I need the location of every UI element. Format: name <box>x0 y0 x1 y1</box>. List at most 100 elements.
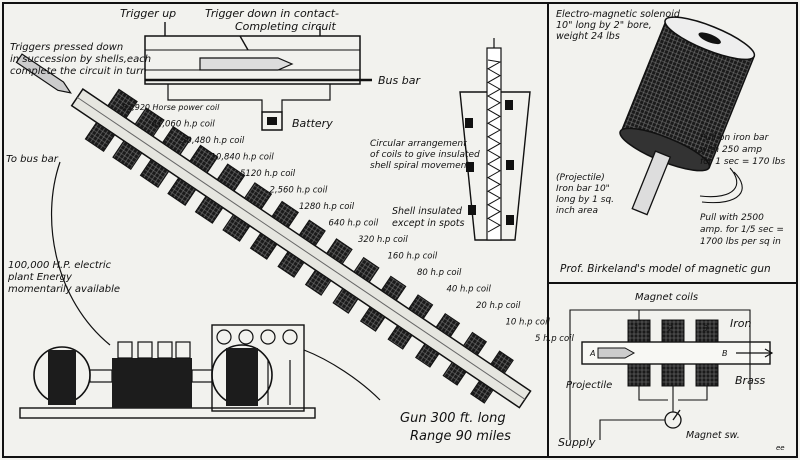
coil-top-5 <box>216 163 246 192</box>
coil-top-12 <box>407 294 434 320</box>
label-triggers-pressed-2: in succession by shells,each <box>10 54 151 65</box>
label-pull-4: Pull with 2500 <box>700 213 764 223</box>
coil-label-14: 10 h.p coil <box>506 318 551 328</box>
label-battery: Battery <box>292 117 333 130</box>
label-gun-length: Gun 300 ft. long <box>400 411 506 426</box>
coil-label-9: 320 h.p coil <box>358 235 408 245</box>
switchboard <box>211 324 305 412</box>
gun-projectile <box>15 53 72 94</box>
coil-top-15 <box>490 350 514 375</box>
coil-bottom-9 <box>304 269 332 296</box>
label-triggers-pressed-3: complete the circuit in turn <box>10 66 147 77</box>
label-iron: Iron <box>730 317 751 330</box>
battery-box <box>261 111 283 131</box>
coil-bottom-1 <box>84 121 116 153</box>
coil-bottom-15 <box>470 380 494 404</box>
generator-set <box>112 341 192 408</box>
coil-top-11 <box>380 275 407 302</box>
circuit-diagram <box>569 309 774 440</box>
label-solenoid-1: Electro-magnetic solenoid <box>556 9 681 20</box>
coil-top-10 <box>353 256 380 283</box>
coil-label-13: 20 h.p coil <box>476 301 521 311</box>
coil-bottom-2 <box>112 140 143 170</box>
flywheel-left <box>33 346 91 405</box>
coil-label-1: 83,920 Horse power coil <box>122 103 220 112</box>
coil-top-1 <box>107 88 138 119</box>
label-projectile-1: (Projectile) <box>556 173 605 183</box>
label-solenoid-3: weight 24 lbs <box>556 31 620 42</box>
label-bus-bar: Bus bar <box>378 74 421 87</box>
coil-row-bottom <box>84 121 494 404</box>
label-trigger-down-2: Completing circuit <box>235 20 336 33</box>
label-magnet-switch: Magnet sw. <box>686 430 740 441</box>
coil-label-7: 1280 h.p coil <box>299 202 355 212</box>
coil-bottom-12 <box>387 324 413 350</box>
spiral-arrangement-inset <box>459 38 531 241</box>
solenoid-iron-bar <box>631 150 672 216</box>
label-projectile-2: Iron bar 10" <box>556 184 610 194</box>
label-energy-2: plant Energy <box>7 272 73 283</box>
coil-top-13 <box>435 312 461 338</box>
label-shell-insulated-1: Shell insulated <box>392 206 463 217</box>
label-letter-a: A <box>589 349 595 358</box>
label-trigger-up: Trigger up <box>120 7 176 20</box>
label-energy-3: momentarily available <box>8 284 120 295</box>
coil-label-8: 640 h.p coil <box>329 219 379 229</box>
flywheel-right <box>211 344 273 406</box>
label-to-bus-bar: To bus bar <box>6 154 59 165</box>
coil-bottom-11 <box>359 306 386 332</box>
coil-bottom-8 <box>277 250 305 278</box>
label-solenoid-2: 10" long by 2" bore, <box>556 20 652 31</box>
coil-label-11: 80 h.p coil <box>417 268 462 278</box>
main-gun <box>15 53 532 409</box>
coil-bottom-7 <box>249 232 278 260</box>
coil-bottom-6 <box>222 213 251 242</box>
label-circuit-projectile: Projectile <box>566 380 612 391</box>
label-brass: Brass <box>735 374 766 387</box>
labels: Trigger up Trigger down in contact- Comp… <box>6 7 786 452</box>
coil-top-3 <box>161 125 192 156</box>
label-coil-3: 3 <box>703 324 708 333</box>
coil-label-6: 2,560 h.p coil <box>270 186 328 196</box>
circuit-projectile <box>597 347 636 359</box>
coil-top-7 <box>271 200 300 229</box>
label-projectile-3: long by 1 sq. <box>556 195 614 205</box>
coil-label-4: 10,840 h.p coil <box>211 153 275 163</box>
label-supply: Supply <box>558 436 596 449</box>
birkeland-solenoid <box>619 16 756 216</box>
coil-top-14 <box>462 331 488 356</box>
label-pull-3: for 1 sec = 170 lbs <box>700 157 786 167</box>
label-shell-insulated-2: except in spots <box>392 218 465 229</box>
coil-bottom-10 <box>332 287 359 314</box>
bus-bar-wire <box>50 161 111 346</box>
trigger-detail <box>144 22 372 131</box>
label-pull-1: Pull on iron bar <box>700 133 770 143</box>
coil-bottom-5 <box>194 195 224 224</box>
label-coil-1: 1 <box>634 324 639 333</box>
label-triggers-pressed-1: Triggers pressed down <box>10 42 123 53</box>
trigger-down-lever <box>239 35 249 51</box>
label-energy-1: 100,000 H.P. electric <box>8 260 112 271</box>
coil-label-10: 160 h.p coil <box>388 252 438 262</box>
coil-bottom-4 <box>167 177 197 206</box>
label-pull-2: with 250 amp <box>700 145 762 155</box>
label-pull-6: 1700 lbs per sq in <box>700 237 781 247</box>
label-letter-b: B <box>722 349 728 358</box>
shell-in-barrel <box>199 57 294 71</box>
label-circular-3: shell spiral movement <box>370 161 470 171</box>
label-pull-5: amp. for 1/5 sec = <box>700 225 784 235</box>
signature: ee <box>776 444 785 452</box>
coil-label-12: 40 h.p coil <box>447 285 492 295</box>
coil-top-2 <box>134 107 165 138</box>
label-gun-range: Range 90 miles <box>410 429 511 444</box>
label-birkeland-title: Prof. Birkeland's model of magnetic gun <box>560 263 771 275</box>
coil-top-9 <box>325 238 353 265</box>
coil-label-2: 61,060 h.p coil <box>152 120 216 130</box>
coil-label-5: 5120 h.p coil <box>240 169 296 179</box>
label-trigger-down-1: Trigger down in contact- <box>205 7 339 20</box>
coil-top-6 <box>243 182 273 210</box>
coil-bottom-14 <box>442 361 467 386</box>
